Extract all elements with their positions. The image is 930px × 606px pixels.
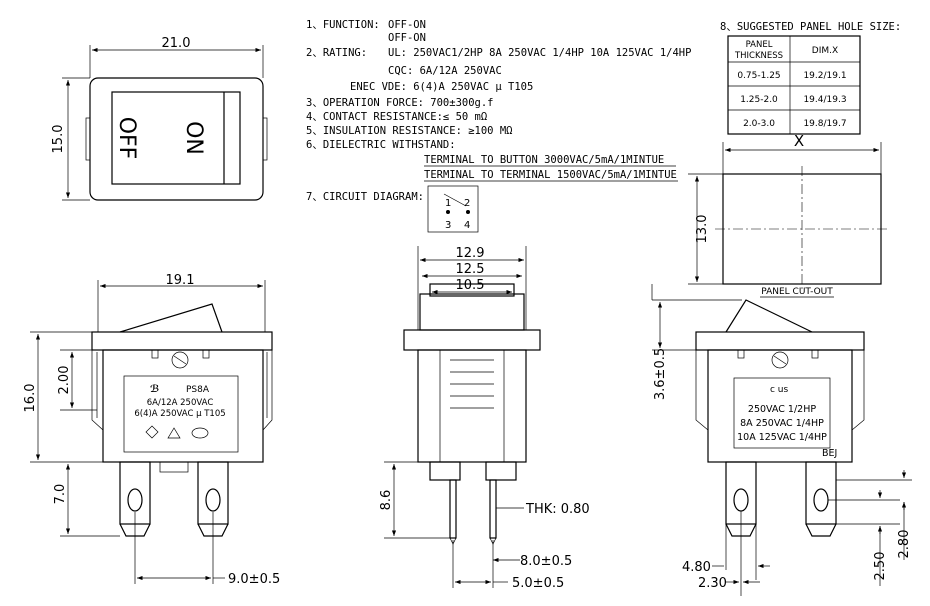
function-value-1: OFF-ON bbox=[388, 19, 426, 31]
side-dim-h: 8.6 bbox=[379, 490, 394, 511]
cutout-height-dim: 13.0 bbox=[695, 215, 710, 244]
rear-dim-250: 2.50 bbox=[873, 552, 888, 581]
side-dim-d2: 5.0±0.5 bbox=[512, 576, 564, 591]
front-rating-1: 6A/12A 250VAC bbox=[147, 398, 214, 408]
rating-cqc: CQC: 6A/12A 250VAC bbox=[388, 65, 502, 77]
table-cell: 1.25-2.0 bbox=[740, 95, 778, 105]
operation-force: 3、OPERATION FORCE: 700±300g.f bbox=[306, 97, 494, 109]
rear-dim-480: 4.80 bbox=[682, 560, 711, 575]
rear-maker: BEJ bbox=[822, 448, 837, 459]
rear-rating-3: 10A 125VAC 1/4HP bbox=[737, 432, 827, 443]
rocker-face bbox=[111, 91, 241, 185]
rear-dim-280: 2.80 bbox=[897, 530, 912, 559]
pin-4-label: 4 bbox=[464, 220, 470, 231]
side-view: 12.9 12.5 10.5 8.6 THK: 0.80 8.0±0.5 5.0… bbox=[379, 246, 590, 591]
cert-marks-icon bbox=[145, 425, 209, 439]
front-brand: PS8A bbox=[186, 385, 210, 395]
rating-label: 2、RATING: bbox=[306, 47, 367, 59]
circuit-label: 7、CIRCUIT DIAGRAM: bbox=[306, 191, 424, 203]
front-height-dim: 16.0 bbox=[23, 384, 38, 413]
panel-cutout: X 13.0 PANEL CUT-OUT bbox=[688, 132, 890, 298]
insulation-resistance: 5、INSULATION RESISTANCE: ≥100 MΩ bbox=[306, 125, 512, 137]
pin-2-label: 2 bbox=[464, 198, 470, 209]
cutout-x-label: X bbox=[794, 132, 804, 150]
table-header-1a: PANEL bbox=[746, 40, 773, 50]
on-label: ON bbox=[181, 121, 206, 155]
logo-icon: ℬ bbox=[150, 384, 159, 395]
front-pin-pitch: 9.0±0.5 bbox=[228, 572, 280, 587]
cutout-caption: PANEL CUT-OUT bbox=[761, 287, 833, 297]
rear-dim-36: 3.6±0.5 bbox=[653, 348, 668, 400]
side-dim-w3: 10.5 bbox=[456, 278, 485, 293]
rear-view: c us 250VAC 1/2HP 8A 250VAC 1/4HP 10A 12… bbox=[651, 284, 912, 596]
table-cell: 19.8/19.7 bbox=[803, 119, 846, 129]
top-height-dim: 15.0 bbox=[51, 125, 66, 154]
side-dim-d1: 8.0±0.5 bbox=[520, 554, 572, 569]
contact-resistance: 4、CONTACT RESISTANCE:≤ 50 mΩ bbox=[306, 111, 487, 123]
function-value-2: OFF-ON bbox=[388, 32, 426, 44]
ul-mark-icon: c us bbox=[770, 385, 789, 395]
front-width-dim: 19.1 bbox=[166, 273, 195, 288]
dielectric-line-1: TERMINAL TO BUTTON 3000VAC/5mA/1MINTUE bbox=[424, 154, 664, 166]
off-label: OFF bbox=[114, 117, 139, 160]
dielectric-label: 6、DIELECTRIC WITHSTAND: bbox=[306, 139, 456, 151]
rear-dim-230: 2.30 bbox=[698, 576, 727, 591]
front-dim-2: 2.00 bbox=[57, 366, 72, 395]
spec-list: 1、FUNCTION: OFF-ON OFF-ON 2、RATING: UL: … bbox=[306, 19, 691, 203]
rear-rating-2: 8A 250VAC 1/4HP bbox=[740, 418, 824, 429]
side-dim-w2: 12.5 bbox=[456, 262, 485, 277]
table-header-1b: THICKNESS bbox=[734, 51, 783, 61]
rear-rating-1: 250VAC 1/2HP bbox=[748, 404, 816, 415]
pin-1-label: 1 bbox=[445, 198, 451, 209]
table-cell: 2.0-3.0 bbox=[743, 119, 775, 129]
front-dim-7: 7.0 bbox=[53, 484, 68, 505]
table-cell: 0.75-1.25 bbox=[737, 71, 780, 81]
rating-ul: UL: 250VAC1/2HP 8A 250VAC 1/4HP 10A 125V… bbox=[388, 47, 691, 59]
top-width-dim: 21.0 bbox=[162, 36, 191, 51]
panel-hole-table: 8、SUGGESTED PANEL HOLE SIZE: PANEL THICK… bbox=[720, 21, 901, 135]
front-rating-2: 6(4)A 250VAC μ T105 bbox=[134, 409, 225, 419]
side-thk: THK: 0.80 bbox=[525, 502, 590, 517]
table-header-2: DIM.X bbox=[812, 46, 838, 56]
table-cell: 19.2/19.1 bbox=[803, 71, 846, 81]
dielectric-line-2: TERMINAL TO TERMINAL 1500VAC/5mA/1MINTUE bbox=[424, 169, 677, 181]
top-view: OFF ON 21.0 15.0 bbox=[51, 36, 268, 201]
function-label: 1、FUNCTION: bbox=[306, 19, 380, 31]
table-cell: 19.4/19.3 bbox=[803, 95, 846, 105]
panel-table-title: 8、SUGGESTED PANEL HOLE SIZE: bbox=[720, 21, 901, 33]
front-view: ℬ PS8A 6A/12A 250VAC 6(4)A 250VAC μ T105… bbox=[23, 273, 280, 587]
rating-enec: ENEC VDE: 6(4)A 250VAC μ T105 bbox=[350, 81, 533, 93]
side-dim-w1: 12.9 bbox=[456, 246, 485, 261]
pin-3-label: 3 bbox=[445, 220, 451, 231]
circuit-diagram: 1 2 3 4 bbox=[427, 185, 479, 233]
